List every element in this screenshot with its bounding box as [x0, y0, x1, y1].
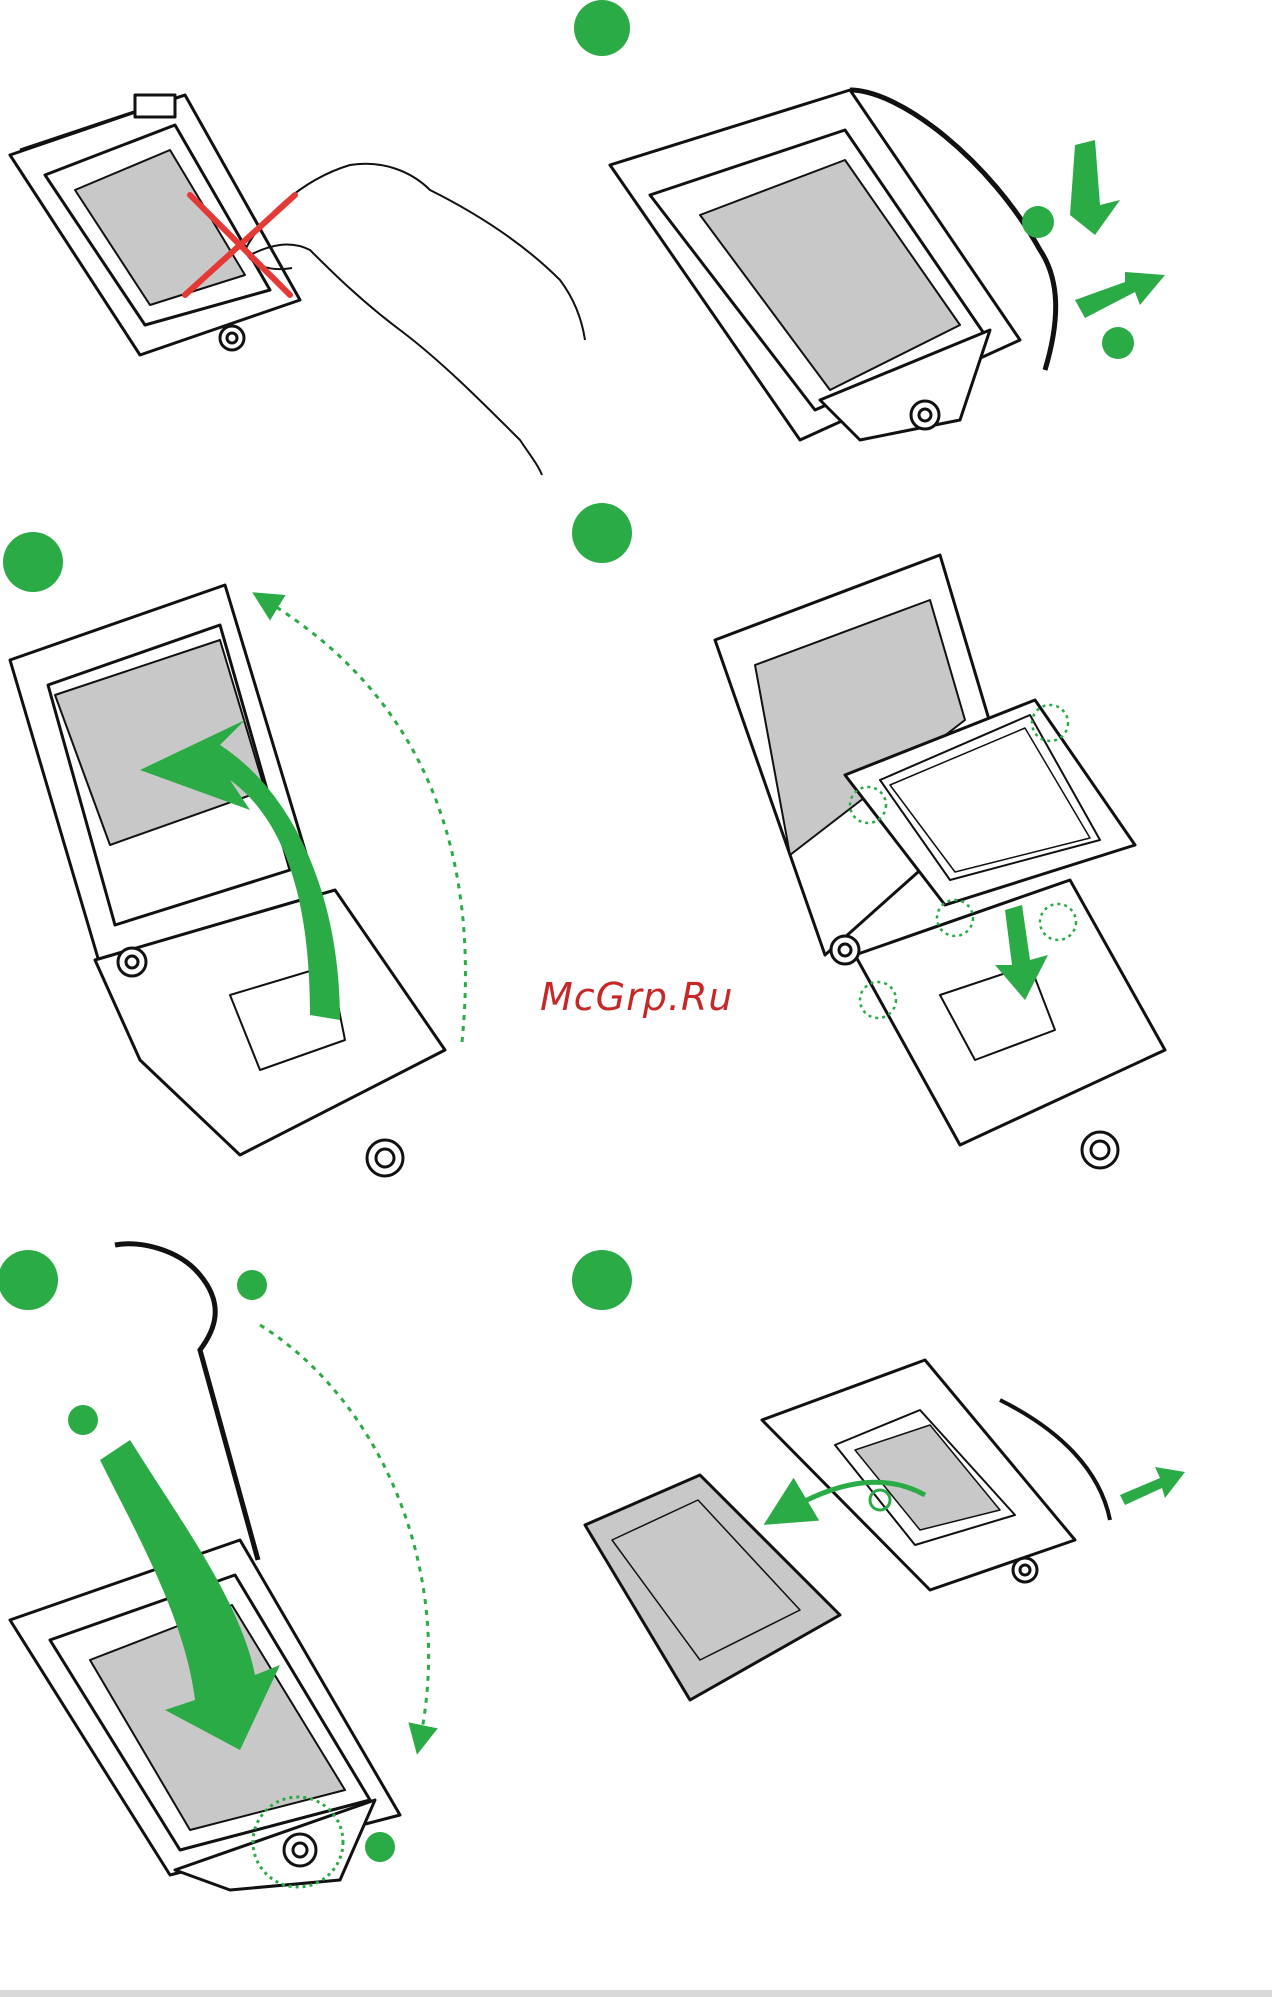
step-dot — [572, 1250, 632, 1310]
step-dot — [574, 0, 630, 56]
sub-step-dot-b — [68, 1405, 98, 1435]
push-right-arrow — [1075, 272, 1165, 318]
sub-step-dot-a — [237, 1270, 267, 1300]
pnp-cap-icon — [585, 1475, 840, 1700]
socket-icon — [762, 1360, 1075, 1590]
panel-step-4 — [0, 1244, 429, 1890]
sub-step-dot-a — [1022, 206, 1054, 238]
panel-no-touch — [10, 95, 585, 475]
open-socket-icon — [10, 585, 445, 1176]
sub-step-dot-b — [1102, 327, 1134, 359]
socket-icon — [10, 95, 300, 355]
push-down-arrow — [1070, 140, 1120, 235]
step-dot — [0, 1250, 58, 1310]
step-dot — [3, 532, 63, 592]
panel-step-3 — [572, 503, 1165, 1168]
watermark: McGrp.Ru — [540, 975, 733, 1019]
sub-step-dot-c — [365, 1832, 395, 1862]
panel-step-1 — [574, 0, 1165, 440]
panel-step-5 — [572, 1250, 1185, 1700]
step-dot — [572, 503, 632, 563]
page-bottom-bar — [0, 1990, 1272, 1997]
hand-icon — [245, 164, 585, 475]
push-arrow — [1120, 1467, 1185, 1505]
socket-icon — [610, 90, 1020, 440]
panel-step-2 — [3, 532, 465, 1176]
